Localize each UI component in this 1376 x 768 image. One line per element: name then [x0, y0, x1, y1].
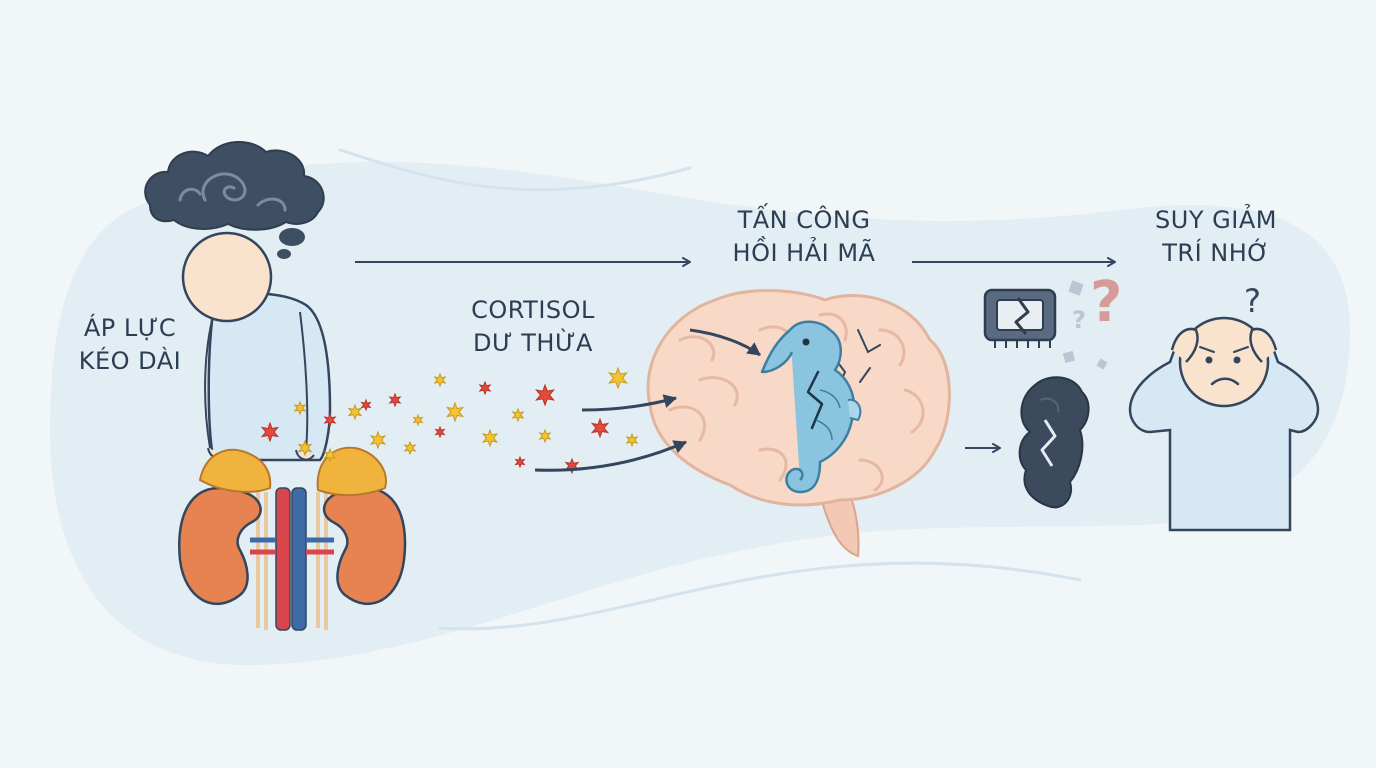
arrow-right-icon [689, 328, 761, 357]
storm-cloud-icon [144, 140, 325, 231]
label-line: TRÍ NHỚ [1162, 239, 1270, 267]
label-line: ÁP LỰC [83, 314, 177, 342]
label-prolonged-stress: ÁP LỰC KÉO DÀI [60, 312, 200, 378]
cortisol-star-icon [564, 457, 580, 475]
label-excess-cortisol: CORTISOL DƯ THỪA [448, 294, 618, 360]
cortisol-star-icon [293, 400, 307, 416]
cortisol-star-icon [478, 380, 492, 396]
label-line: DƯ THỪA [473, 329, 593, 357]
cortisol-star-icon [412, 413, 424, 427]
cortisol-star-icon [297, 439, 313, 457]
cortisol-star-icon [369, 430, 387, 450]
decor-wave-bottom [438, 561, 1082, 631]
question-mark-icon: ? [1090, 270, 1123, 335]
label-line: CORTISOL [471, 296, 595, 324]
decor-wave-top [338, 148, 692, 192]
kidney-icon [178, 486, 407, 631]
adrenal-gland-icon [198, 446, 387, 497]
cortisol-star-icon [535, 383, 555, 407]
cortisol-star-icon [481, 428, 499, 448]
label-attack-hippocampus: TẤN CÔNG HỒI HẢI MÃ [712, 204, 896, 270]
confused-person [1128, 316, 1320, 532]
cortisol-star-icon [511, 407, 525, 423]
cortisol-star-icon [445, 401, 465, 423]
cortisol-star-icon [434, 425, 446, 439]
cortisol-star-icon [538, 428, 552, 444]
cortisol-star-icon [403, 440, 417, 456]
label-line: SUY GIẢM [1155, 206, 1277, 234]
seahorse-hippocampus-icon [760, 320, 862, 494]
arrow-right-icon [581, 394, 677, 412]
flow-arrows [355, 257, 1116, 472]
cortisol-star-icon [388, 392, 402, 408]
label-line: HỒI HẢI MÃ [732, 239, 876, 267]
cortisol-star-icon [260, 421, 280, 443]
cortisol-star-icon [360, 398, 372, 412]
cortisol-star-icon [433, 372, 447, 388]
label-line: KÉO DÀI [78, 347, 182, 375]
cortisol-star-icon [347, 403, 363, 421]
cortisol-star-icon [625, 432, 639, 448]
crumbling-memory-icon [1018, 376, 1090, 509]
cortisol-star-icon [323, 412, 337, 428]
broken-chip-icon [983, 280, 1108, 370]
cortisol-star-icon [608, 366, 628, 390]
arrow-right-icon [534, 440, 687, 472]
label-memory-decline: SUY GIẢM TRÍ NHỚ [1136, 204, 1296, 270]
cortisol-star-icon [514, 455, 526, 469]
thought-bubble-icon [277, 228, 305, 259]
cortisol-star-icon [590, 417, 610, 439]
cortisol-star-icon [323, 447, 337, 463]
label-line: TẤN CÔNG [737, 206, 871, 234]
question-mark-icon: ? [1244, 282, 1261, 320]
question-mark-icon: ? [1072, 306, 1086, 334]
